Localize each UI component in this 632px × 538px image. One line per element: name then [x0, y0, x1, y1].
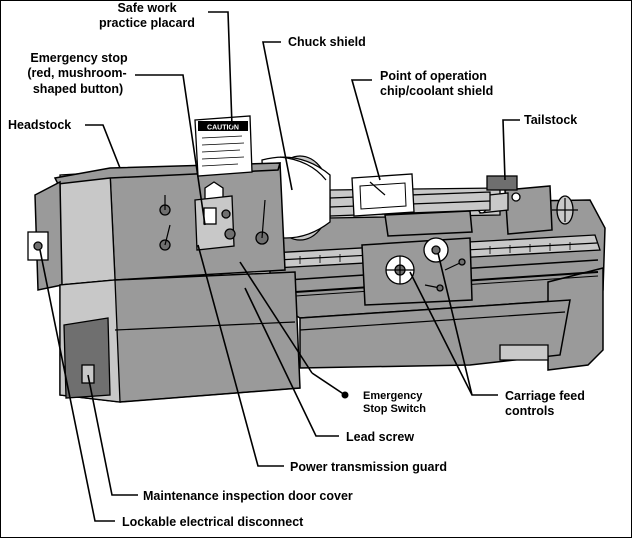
label-chuck-shield: Chuck shield [288, 35, 366, 49]
caution-text: CAUTION [207, 125, 239, 132]
label-maintenance-door: Maintenance inspection door cover [143, 489, 353, 503]
label-tailstock: Tailstock [524, 113, 577, 127]
label-emergency-stop-switch-line2: Stop Switch [363, 403, 426, 415]
label-headstock: Headstock [8, 118, 71, 132]
label-placard-line1: Safe work [117, 1, 176, 15]
transmission-guard [27, 180, 63, 291]
label-emergency-stop-line2: (red, mushroom- [27, 66, 126, 80]
base-cabinet [59, 271, 301, 403]
leader-lines [39, 11, 520, 522]
label-lockable-disconnect: Lockable electrical disconnect [122, 515, 304, 529]
control-box [194, 195, 236, 251]
label-carriage-feed-line1: Carriage feed [505, 389, 585, 403]
label-carriage-feed-line2: controls [505, 404, 554, 418]
label-point-of-operation-line2: chip/coolant shield [380, 84, 493, 98]
carriage [361, 210, 473, 306]
label-emergency-stop-switch-line1: Emergency [363, 390, 423, 402]
labels: Safe work practice placard Emergency sto… [8, 1, 585, 529]
caution-placard: CAUTION [194, 115, 253, 177]
label-lead-screw: Lead screw [346, 430, 414, 444]
chip-coolant-shield [351, 173, 415, 217]
label-emergency-stop-line3: shaped button) [33, 82, 123, 96]
lathe-illustration: CAUTION [27, 115, 606, 403]
label-emergency-stop-line1: Emergency stop [30, 51, 128, 65]
label-power-transmission-guard: Power transmission guard [290, 460, 447, 474]
label-point-of-operation-line1: Point of operation [380, 69, 487, 83]
emergency-stop-switch-dot [341, 391, 349, 399]
label-placard-line2: practice placard [99, 16, 195, 30]
